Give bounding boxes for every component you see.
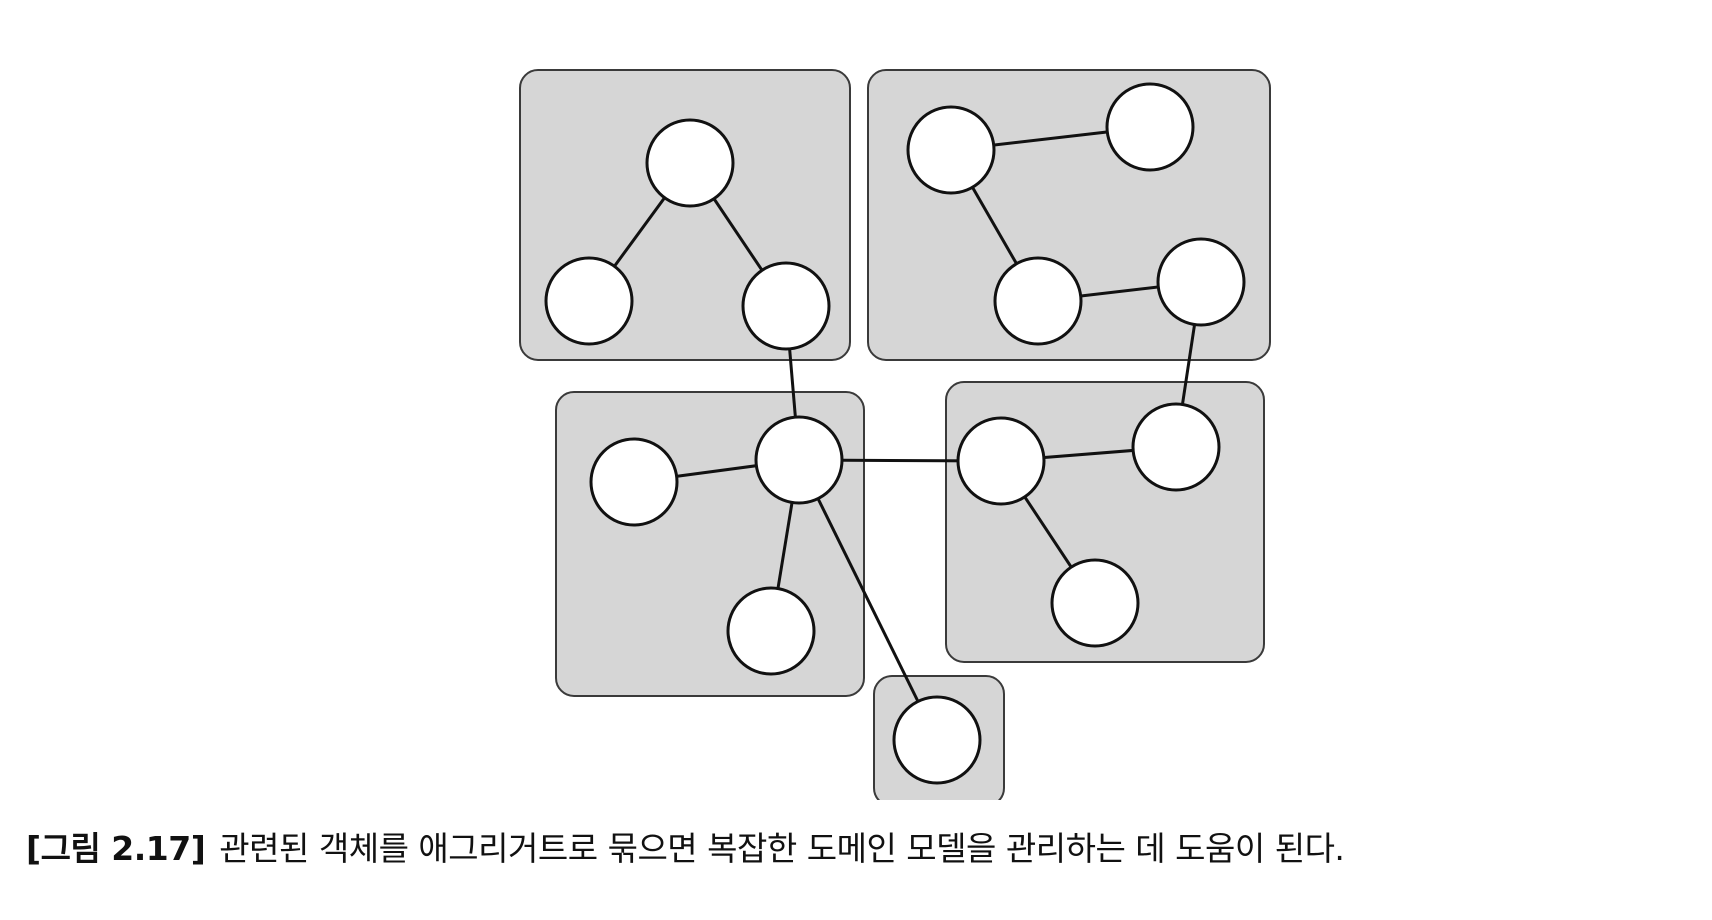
entity-node-tl-c: [741, 261, 831, 351]
entity-node-ml-b: [754, 415, 844, 505]
entity-node-mr-c: [1050, 558, 1140, 648]
entity-node-ml-c: [726, 586, 816, 676]
entity-nodes: [544, 82, 1246, 785]
entity-node-mr-a: [956, 416, 1046, 506]
entity-node-tr-a: [906, 105, 996, 195]
entity-node-tl-b: [544, 256, 634, 346]
figure-caption-text: 관련된 객체를 애그리거트로 묶으면 복잡한 도메인 모델을 관리하는 데 도움…: [219, 829, 1345, 868]
figure-label: [그림 2.17]: [26, 829, 206, 868]
link-ml-b-bt-a: [797, 459, 939, 741]
entity-node-tl-a: [645, 118, 735, 208]
entity-node-ml-a: [589, 437, 679, 527]
entity-node-tr-c: [993, 256, 1083, 346]
entity-node-tr-b: [1105, 82, 1195, 172]
entity-node-mr-b: [1131, 402, 1221, 492]
entity-node-tr-d: [1156, 237, 1246, 327]
entity-node-bt-a: [892, 695, 982, 785]
aggregate-diagram: [519, 69, 1271, 800]
figure-caption: [그림 2.17] 관련된 객체를 애그리거트로 묶으면 복잡한 도메인 모델을 …: [26, 822, 1706, 870]
